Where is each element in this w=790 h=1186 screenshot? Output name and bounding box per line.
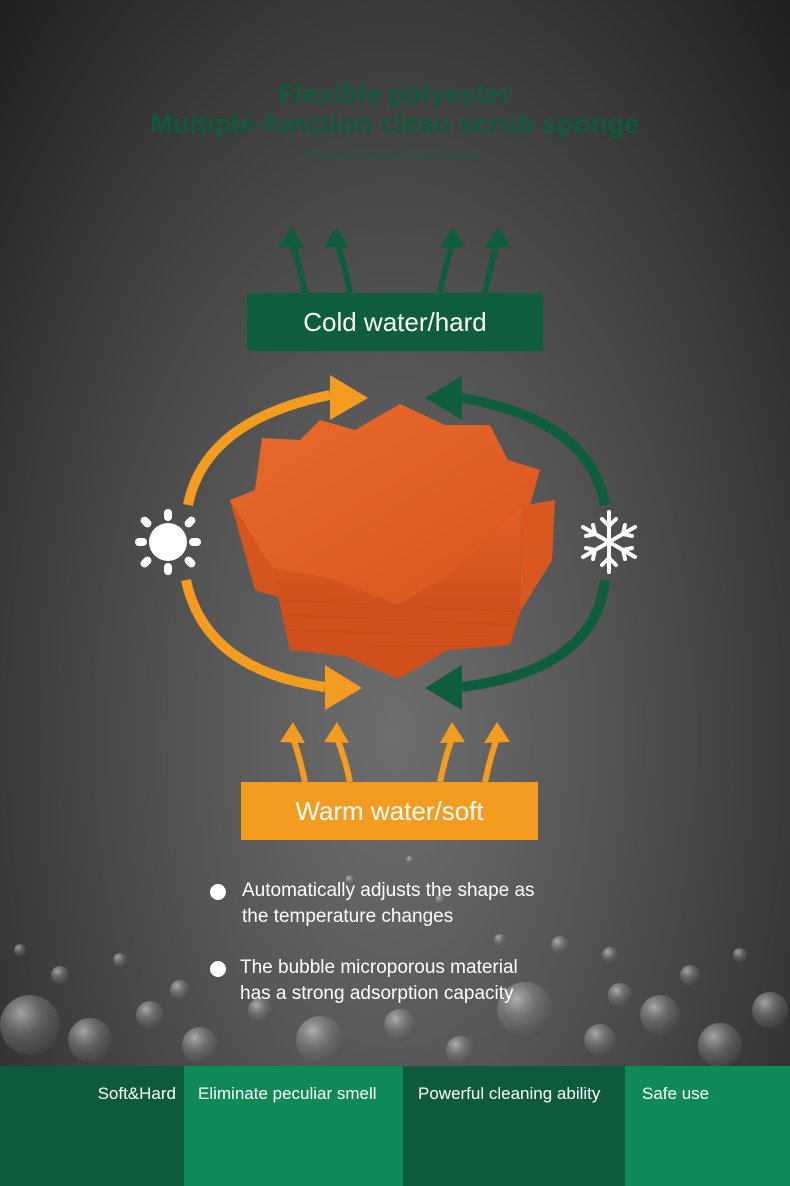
sponge-image <box>230 404 555 679</box>
warming-cycle-arrow <box>181 375 368 710</box>
bubbles-decoration <box>0 856 788 1066</box>
cold-arrow-heads <box>278 227 511 248</box>
warm-water-label: Warm water/soft <box>241 782 538 840</box>
cold-steam-arrows <box>289 241 501 294</box>
feature-item: Automatically adjusts the shape as the t… <box>210 878 535 930</box>
title-line-2: Multiple-function clean scrub sponge <box>150 109 640 139</box>
footer-item-soft-hard: Soft&Hard <box>0 1066 184 1186</box>
diagram-graphic <box>0 227 788 1066</box>
footer-item-safe-use: Safe use <box>625 1066 790 1186</box>
feature-line-2: has a strong adsorption capacity <box>240 983 514 1004</box>
cold-water-label: Cold water/hard <box>247 293 543 351</box>
bullet-dot-icon <box>210 961 226 977</box>
subtitle: Polyester increased 3 times durability <box>307 150 483 162</box>
footer-item-eliminate-smell: Eliminate peculiar smell <box>184 1066 403 1186</box>
bullet-dot-icon <box>210 884 226 900</box>
cooling-cycle-arrow <box>425 376 610 710</box>
footer-item-cleaning-ability: Powerful cleaning ability <box>403 1066 625 1186</box>
feature-line-1: The bubble microporous material <box>240 957 518 978</box>
warm-arrow-heads <box>280 722 510 743</box>
feature-item: The bubble microporous material has a st… <box>210 955 518 1007</box>
sun-icon <box>135 509 201 575</box>
title-line-1: Flexible polyester <box>278 79 512 109</box>
feature-line-2: the temperature changes <box>242 906 454 927</box>
warm-steam-arrows <box>290 736 500 783</box>
feature-line-1: Automatically adjusts the shape as <box>242 880 535 901</box>
feature-footer-bar: Soft&Hard Eliminate peculiar smell Power… <box>0 1066 790 1186</box>
snowflake-icon <box>581 510 637 574</box>
